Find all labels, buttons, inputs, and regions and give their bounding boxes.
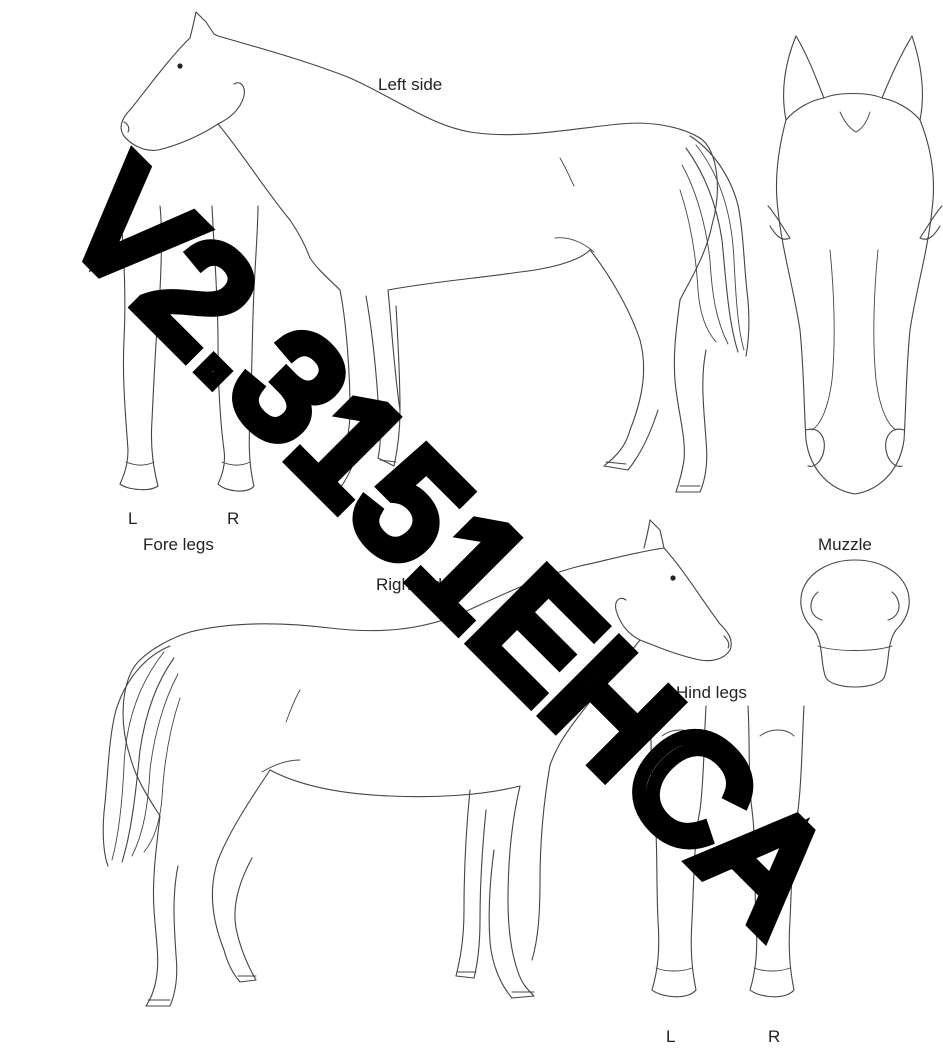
muzzle-label: Muzzle [818,535,872,554]
fore-legs-left-label: L [128,509,137,528]
hind-legs-left-label: L [666,1027,675,1046]
fore-legs-right-label: R [227,509,239,528]
head-front-view [768,36,942,494]
left-side-label: Left side [378,75,442,94]
hind-legs-right-label: R [768,1027,780,1046]
fore-legs-label: Fore legs [143,535,214,554]
muzzle-view [801,560,910,687]
